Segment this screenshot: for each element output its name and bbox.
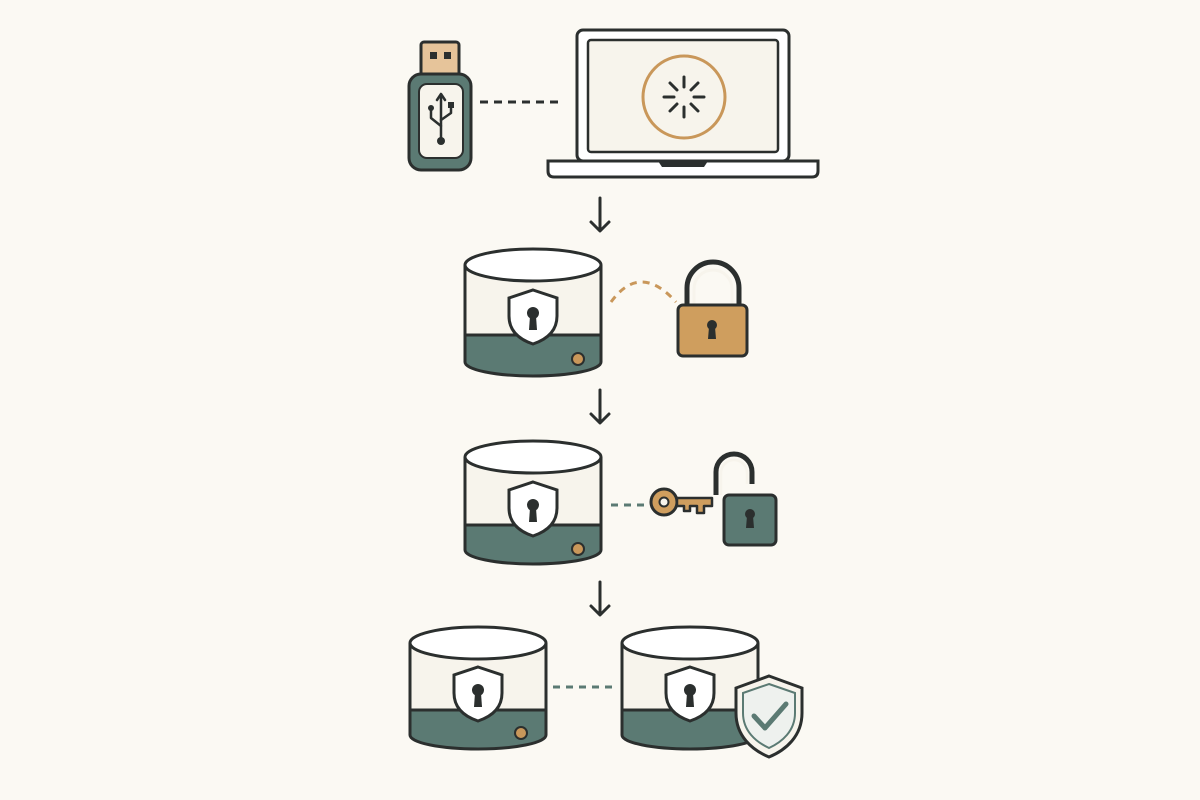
- usb-drive-icon: [407, 40, 473, 172]
- shield-keyhole-icon: [507, 288, 559, 346]
- key-icon: [649, 487, 714, 517]
- down-arrow-1: [589, 196, 611, 233]
- drive-lock-dashed-connector: [609, 280, 678, 304]
- boot-spinner-icon: [641, 54, 727, 140]
- padlock-locked-icon: [676, 259, 749, 358]
- padlock-unlocked-icon: [713, 451, 778, 547]
- shield-keyhole-icon: [452, 665, 504, 723]
- down-arrow-2: [589, 388, 611, 425]
- shield-check-icon: [734, 674, 804, 759]
- down-arrow-3: [589, 580, 611, 617]
- shield-keyhole-icon: [507, 480, 559, 538]
- shield-keyhole-icon: [664, 665, 716, 723]
- laptop-icon: [546, 28, 820, 179]
